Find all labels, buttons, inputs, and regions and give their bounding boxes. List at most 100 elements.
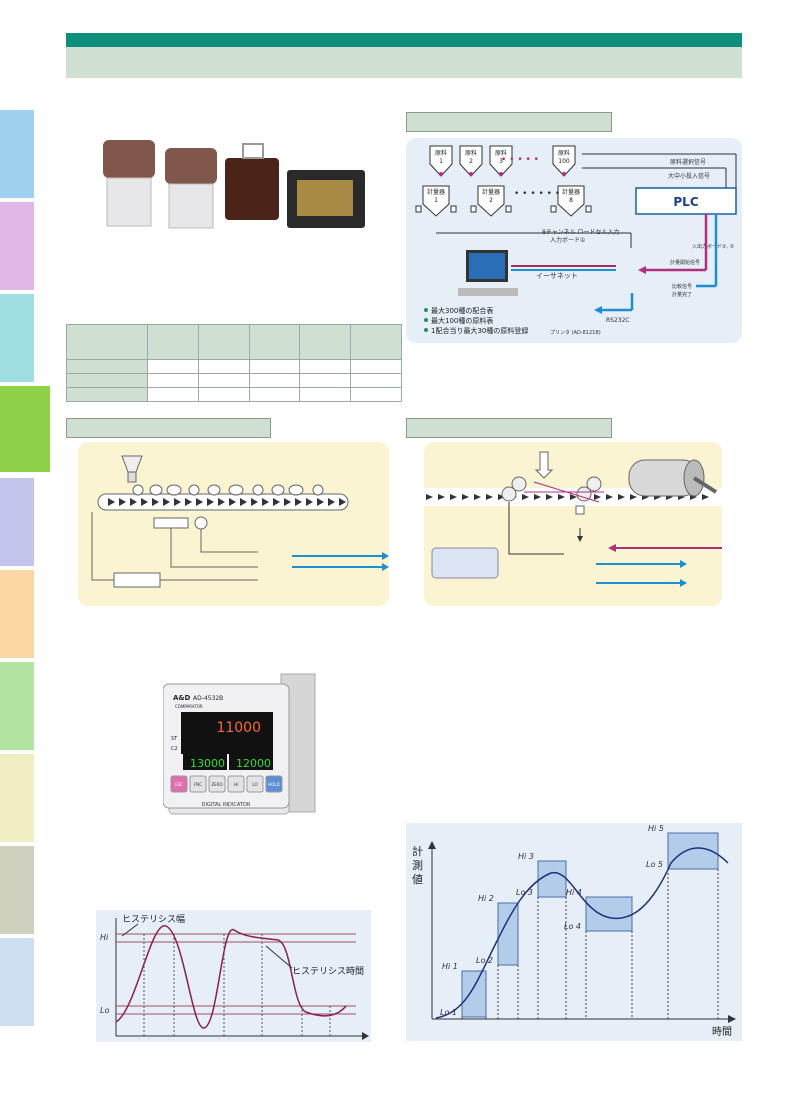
indicator-comparator: COMPARATOR xyxy=(175,704,203,709)
input-board-2-text: 入出力ボード②, ③ xyxy=(692,243,734,250)
trend-lo-label-5: Lo 5 xyxy=(646,860,663,869)
svg-text:計量器: 計量器 xyxy=(562,188,580,196)
trend-lo-label-1: Lo 1 xyxy=(440,1008,457,1017)
svg-text:ESC: ESC xyxy=(175,782,183,787)
bullet-2: 最大100種の原料表 xyxy=(431,316,493,325)
section-header-conveyor xyxy=(66,418,271,438)
side-tab-3[interactable] xyxy=(0,294,34,382)
svg-text:原料: 原料 xyxy=(465,149,477,157)
indicator-key-hi[interactable]: HI xyxy=(227,775,245,793)
input-board-1-text: 入力ボード① xyxy=(550,236,585,244)
indicator-c2: C2 xyxy=(171,746,178,752)
indicator-key-fnc[interactable]: FNC xyxy=(189,775,207,793)
svg-text:原料: 原料 xyxy=(495,149,507,157)
side-tab-9[interactable] xyxy=(0,846,34,934)
ethernet-text: イーサネット xyxy=(536,272,578,280)
side-tab-6[interactable] xyxy=(0,570,34,658)
side-tab-4[interactable] xyxy=(0,386,50,472)
trend-lo-label-3: Lo 3 xyxy=(516,888,533,897)
trend-ylabel-1: 計 xyxy=(412,844,423,858)
side-tab-8[interactable] xyxy=(0,754,34,842)
trend-ylabel-3: 値 xyxy=(412,873,423,886)
compare-signal-text: 比較信号 xyxy=(672,283,692,290)
indicator-photo: A&D AD-4532B COMPARATOR 11000 13000 1200… xyxy=(162,668,317,816)
svg-text:計量器: 計量器 xyxy=(482,188,500,196)
indicator-st: ST xyxy=(171,736,178,742)
hysteresis-lo-label: Lo xyxy=(100,1006,109,1015)
signal-large-small-text: 大中小投入信号 xyxy=(668,172,710,180)
indicator-key-zero[interactable]: ZERO xyxy=(208,775,226,793)
svg-text:2: 2 xyxy=(489,197,493,204)
rs232c-text: RS232C xyxy=(606,317,630,324)
trend-lo-label-2: Lo 2 xyxy=(476,956,493,965)
trend-hi-label-1: Hi 1 xyxy=(442,962,458,971)
section-header-sealing xyxy=(406,418,612,438)
indicator-lo-value: 12000 xyxy=(236,757,271,770)
svg-text:LO: LO xyxy=(252,782,257,787)
side-tab-1[interactable] xyxy=(0,110,34,198)
indicator-footer: DIGITAL INDICATOR xyxy=(202,802,251,808)
side-tab-5[interactable] xyxy=(0,478,34,566)
system-diagram-panel xyxy=(406,138,742,343)
trend-box-3: Hi 3Lo 3 xyxy=(516,852,567,1019)
trend-ylabel-2: 測 xyxy=(412,858,423,872)
sealing-diagram xyxy=(424,451,722,587)
header-bar xyxy=(66,33,742,47)
bullet-1: 最大300種の配合表 xyxy=(431,306,493,315)
trend-hi-label-5: Hi 5 xyxy=(648,824,664,833)
side-tab-10[interactable] xyxy=(0,938,34,1026)
side-tab-2[interactable] xyxy=(0,202,34,290)
hysteresis-time-label: ヒステリシス時間 xyxy=(292,966,364,977)
trend-box-5: Hi 5 Lo 5 xyxy=(646,824,719,1019)
svg-text:1: 1 xyxy=(439,158,443,165)
indicator-key-lo[interactable]: LO xyxy=(246,775,264,793)
indicator-main-value: 11000 xyxy=(216,720,261,736)
hysteresis-chart: Hi Lo ヒステリシス幅 ヒステリシス時間 xyxy=(100,913,369,1040)
printer-text: プリンタ (AD-8121B) xyxy=(550,329,601,336)
load-cell-input-text: 8チャンネル ロードセル入力 xyxy=(542,228,620,236)
trend-xlabel: 時間 xyxy=(712,1026,732,1038)
svg-text:原料: 原料 xyxy=(558,149,570,157)
svg-text:2: 2 xyxy=(469,158,473,165)
svg-text:HI: HI xyxy=(234,782,238,787)
hysteresis-width-label: ヒステリシス幅 xyxy=(122,913,185,925)
indicator-brand: A&D xyxy=(173,694,191,702)
svg-text:3: 3 xyxy=(499,158,503,165)
svg-text:1: 1 xyxy=(434,197,438,204)
trend-box-2: Hi 2Lo 2 xyxy=(476,894,519,1019)
trend-hi-label-4: Hi 4 xyxy=(566,888,582,897)
svg-text:FNC: FNC xyxy=(194,782,202,787)
svg-text:• • • • •: • • • • • xyxy=(501,155,539,165)
trend-box-1: Hi 1 Lo 1 xyxy=(440,962,487,1019)
measure-start-text: 計量開始信号 xyxy=(670,259,700,266)
trend-box-4: Hi 4 Lo 4 xyxy=(564,888,633,1019)
svg-text:計量器: 計量器 xyxy=(427,188,445,196)
hopper-2: 原料2 xyxy=(459,145,483,177)
signal-select-text: 原料選択信号 xyxy=(670,158,706,166)
svg-text:ZERO: ZERO xyxy=(211,782,222,787)
svg-text:• • • • • •: • • • • • • xyxy=(514,189,560,199)
spec-table xyxy=(66,324,402,402)
title-bar xyxy=(66,47,742,78)
indicator-key-esc[interactable]: ESC xyxy=(170,775,188,793)
indicator-model: AD-4532B xyxy=(193,695,223,702)
section-header-system xyxy=(406,112,612,132)
side-tab-7[interactable] xyxy=(0,662,34,750)
svg-text:HOLD: HOLD xyxy=(268,782,279,787)
measure-done-text: 計量完了 xyxy=(672,291,692,298)
conveyor-diagram xyxy=(91,455,389,588)
hopper-3: 原料3 xyxy=(489,145,513,177)
weigher-product-photo xyxy=(103,140,365,229)
hopper-1: 原料1 xyxy=(429,145,453,177)
indicator-key-hold[interactable]: HOLD xyxy=(265,775,283,793)
plc-box xyxy=(635,187,737,215)
trend-lo-label-4: Lo 4 xyxy=(564,922,581,931)
svg-text:原料: 原料 xyxy=(435,149,447,157)
svg-text:100: 100 xyxy=(558,158,570,165)
